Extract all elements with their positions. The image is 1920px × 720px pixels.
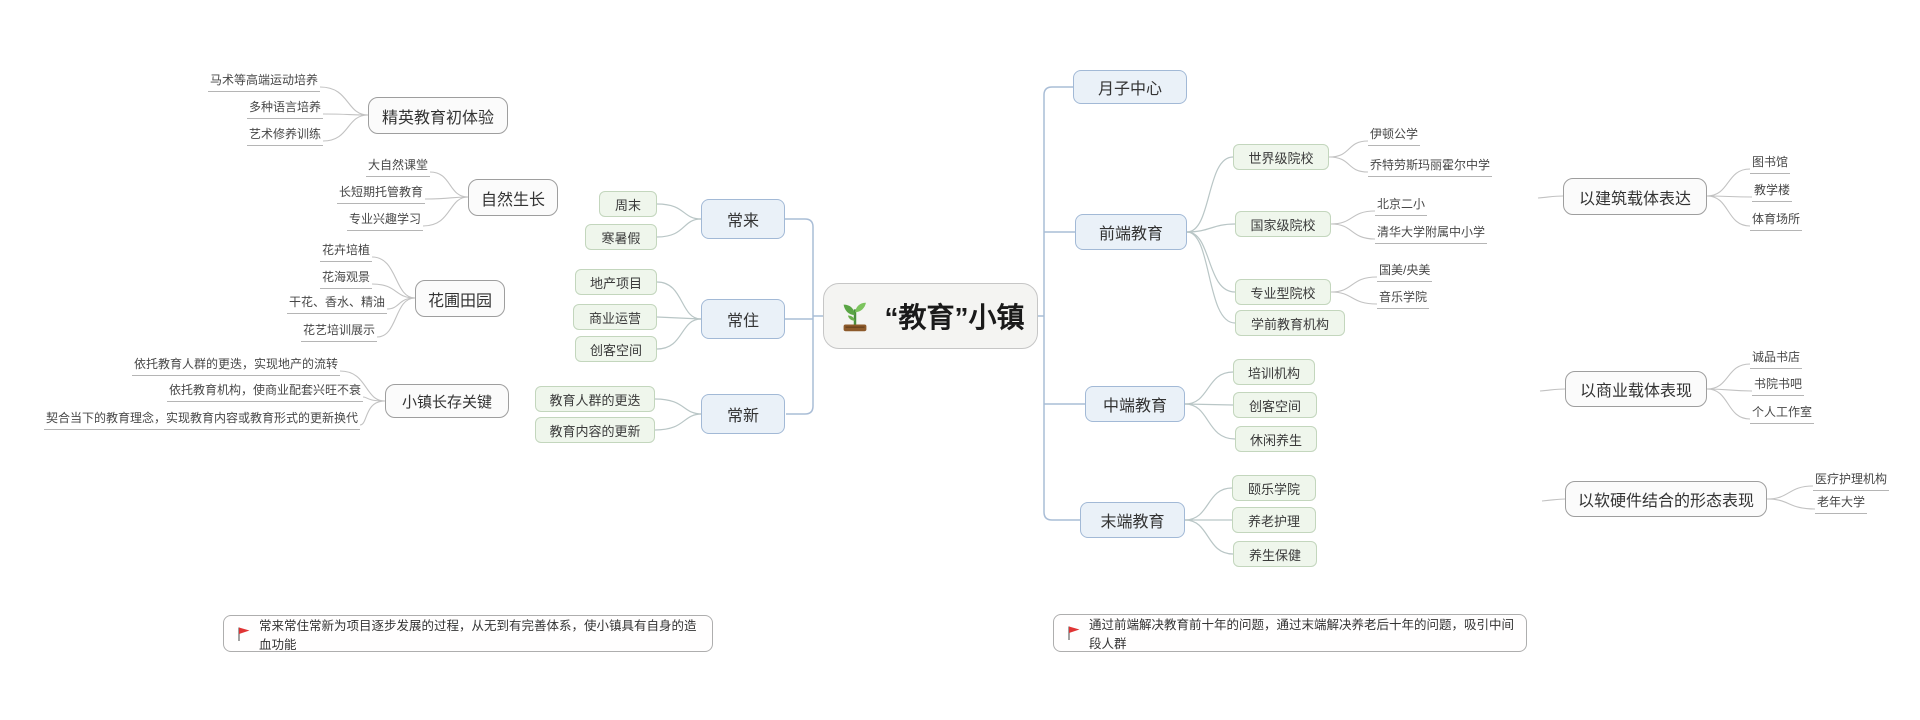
branch-qianduanjiaoyu[interactable]: 前端教育	[1075, 214, 1187, 250]
subtopic-label: 商业运营	[588, 310, 641, 326]
subtopic-label: 颐乐学院	[1247, 481, 1300, 497]
group-label: 以商业载体表现	[1579, 383, 1692, 400]
note-left[interactable]: 常来常住常新为项目逐步发展的过程，从无到有完善体系，使小镇具有自身的造血功能	[223, 615, 713, 652]
leaf-item[interactable]: 医疗护理机构	[1813, 470, 1890, 491]
subtopic-label: 世界级院校	[1248, 150, 1314, 166]
subtopic-zhuanyexing[interactable]: 专业型院校	[1235, 279, 1331, 305]
leaf-item[interactable]: 诚品书店	[1750, 348, 1803, 369]
subtopic-peixunjigou[interactable]: 培训机构	[1233, 359, 1315, 385]
group-label: 花圃田园	[427, 292, 492, 310]
leaf-item[interactable]: 大自然课堂	[365, 156, 430, 177]
branch-label: 月子中心	[1097, 81, 1162, 98]
subtopic-label: 休闲养生	[1249, 432, 1302, 448]
group-changcunguanjian[interactable]: 小镇长存关键	[385, 384, 509, 418]
leaf-item[interactable]: 教学楼	[1752, 181, 1793, 202]
branch-label: 常新	[726, 408, 759, 425]
leaf-item[interactable]: 伊顿公学	[1368, 125, 1421, 146]
group-ruanyingjian[interactable]: 以软硬件结合的形态表现	[1565, 481, 1767, 517]
note-text: 常来常住常新为项目逐步发展的过程，从无到有完善体系，使小镇具有自身的造血功能	[259, 618, 697, 652]
subtopic-zhoumo[interactable]: 周末	[599, 191, 657, 217]
branch-label: 中端教育	[1102, 398, 1167, 415]
branch-changzhu[interactable]: 常住	[701, 299, 785, 339]
subtopic-label: 创客空间	[589, 342, 642, 358]
branch-yuezizhongxin[interactable]: 月子中心	[1073, 70, 1187, 104]
subtopic-chuangke2[interactable]: 创客空间	[1233, 392, 1317, 418]
subtopic-guojiaji[interactable]: 国家级院校	[1235, 211, 1331, 237]
group-jingyingjiaoyu[interactable]: 精英教育初体验	[368, 97, 508, 134]
subtopic-label: 周末	[614, 197, 641, 213]
subtopic-chuangkekongjian[interactable]: 创客空间	[575, 336, 657, 362]
group-jianzhuzaiti[interactable]: 以建筑载体表达	[1563, 178, 1707, 215]
subtopic-yanglaohuli[interactable]: 养老护理	[1232, 507, 1316, 533]
group-ziranshengzhang[interactable]: 自然生长	[468, 179, 558, 216]
red-flag-icon	[236, 626, 251, 642]
subtopic-shangyeyunying[interactable]: 商业运营	[573, 304, 657, 330]
central-topic-label: “教育”小镇	[884, 302, 1025, 333]
subtopic-label: 创客空间	[1248, 398, 1301, 414]
leaf-item[interactable]: 图书馆	[1750, 153, 1791, 174]
branch-zhongduanjiaoyu[interactable]: 中端教育	[1085, 386, 1185, 422]
subtopic-label: 国家级院校	[1250, 217, 1316, 233]
leaf-item[interactable]: 乔特劳斯玛丽霍尔中学	[1368, 156, 1493, 177]
note-right[interactable]: 通过前端解决教育前十年的问题，通过末端解决养老后十年的问题，吸引中间段人群	[1053, 614, 1527, 652]
group-shangyezaiti[interactable]: 以商业载体表现	[1565, 371, 1707, 407]
leaf-item[interactable]: 个人工作室	[1750, 403, 1815, 424]
leaf-item[interactable]: 清华大学附属中小学	[1375, 223, 1488, 244]
leaf-item[interactable]: 依托教育机构，使商业配套兴旺不衰	[166, 381, 363, 402]
leaf-item[interactable]: 国美/央美	[1377, 261, 1433, 282]
subtopic-shijieji[interactable]: 世界级院校	[1233, 144, 1329, 170]
leaf-item[interactable]: 艺术修养训练	[246, 125, 323, 146]
subtopic-dichanxiangmu[interactable]: 地产项目	[575, 269, 657, 295]
subtopic-label: 养老护理	[1247, 513, 1300, 529]
subtopic-label: 学前教育机构	[1250, 316, 1329, 332]
branch-label: 常住	[726, 313, 759, 330]
leaf-item[interactable]: 音乐学院	[1377, 288, 1430, 309]
group-label: 以软硬件结合的形态表现	[1577, 493, 1754, 510]
leaf-item[interactable]: 长短期托管教育	[336, 183, 425, 204]
group-label: 自然生长	[480, 191, 545, 209]
subtopic-hanshujia[interactable]: 寒暑假	[585, 224, 657, 250]
leaf-item[interactable]: 干花、香水、精油	[286, 293, 387, 314]
leaf-item[interactable]: 花艺培训展示	[300, 321, 377, 342]
subtopic-label: 地产项目	[589, 275, 642, 291]
group-label: 小镇长存关键	[401, 393, 492, 411]
leaf-item[interactable]: 花海观景	[319, 268, 372, 289]
subtopic-renqungengdie[interactable]: 教育人群的更迭	[535, 386, 655, 412]
group-label: 精英教育初体验	[381, 109, 494, 127]
branch-label: 前端教育	[1098, 226, 1163, 243]
subtopic-yangshengbaojian[interactable]: 养生保健	[1233, 541, 1317, 567]
red-flag-icon	[1066, 625, 1081, 641]
subtopic-yilexueyuan[interactable]: 颐乐学院	[1232, 475, 1316, 501]
subtopic-label: 养生保健	[1248, 547, 1301, 563]
subtopic-label: 教育内容的更新	[549, 423, 641, 439]
subtopic-neironggengxin[interactable]: 教育内容的更新	[535, 417, 655, 443]
leaf-item[interactable]: 马术等高端运动培养	[207, 71, 320, 92]
leaf-item[interactable]: 书院书吧	[1752, 375, 1805, 396]
branch-changlai[interactable]: 常来	[701, 199, 785, 239]
subtopic-xiuxianyangsheng[interactable]: 休闲养生	[1235, 426, 1317, 452]
branch-changxin[interactable]: 常新	[701, 394, 785, 434]
subtopic-label: 专业型院校	[1250, 285, 1316, 301]
leaf-item[interactable]: 北京二小	[1375, 195, 1428, 216]
subtopic-label: 培训机构	[1247, 365, 1300, 381]
leaf-item[interactable]: 花卉培植	[319, 241, 372, 262]
leaf-item[interactable]: 依托教育人群的更迭，实现地产的流转	[131, 355, 340, 376]
note-text: 通过前端解决教育前十年的问题，通过末端解决养老后十年的问题，吸引中间段人群	[1089, 618, 1515, 651]
subtopic-xueqianjiaoyu[interactable]: 学前教育机构	[1235, 310, 1345, 336]
leaf-item[interactable]: 专业兴趣学习	[346, 210, 423, 231]
leaf-item[interactable]: 体育场所	[1750, 210, 1803, 231]
subtopic-label: 寒暑假	[601, 230, 641, 246]
central-topic[interactable]: “教育”小镇	[823, 283, 1038, 349]
leaf-item[interactable]: 多种语言培养	[246, 98, 323, 119]
subtopic-label: 教育人群的更迭	[549, 392, 641, 408]
leaf-item[interactable]: 老年大学	[1815, 493, 1868, 514]
group-label: 以建筑载体表达	[1578, 190, 1691, 208]
branch-label: 末端教育	[1100, 514, 1165, 531]
group-huaputianyuan[interactable]: 花圃田园	[415, 280, 505, 317]
branch-label: 常来	[726, 213, 759, 230]
seedling-icon	[836, 297, 874, 335]
branch-moduanjiaoyu[interactable]: 末端教育	[1080, 502, 1185, 538]
leaf-item[interactable]: 契合当下的教育理念，实现教育内容或教育形式的更新换代	[43, 409, 360, 430]
